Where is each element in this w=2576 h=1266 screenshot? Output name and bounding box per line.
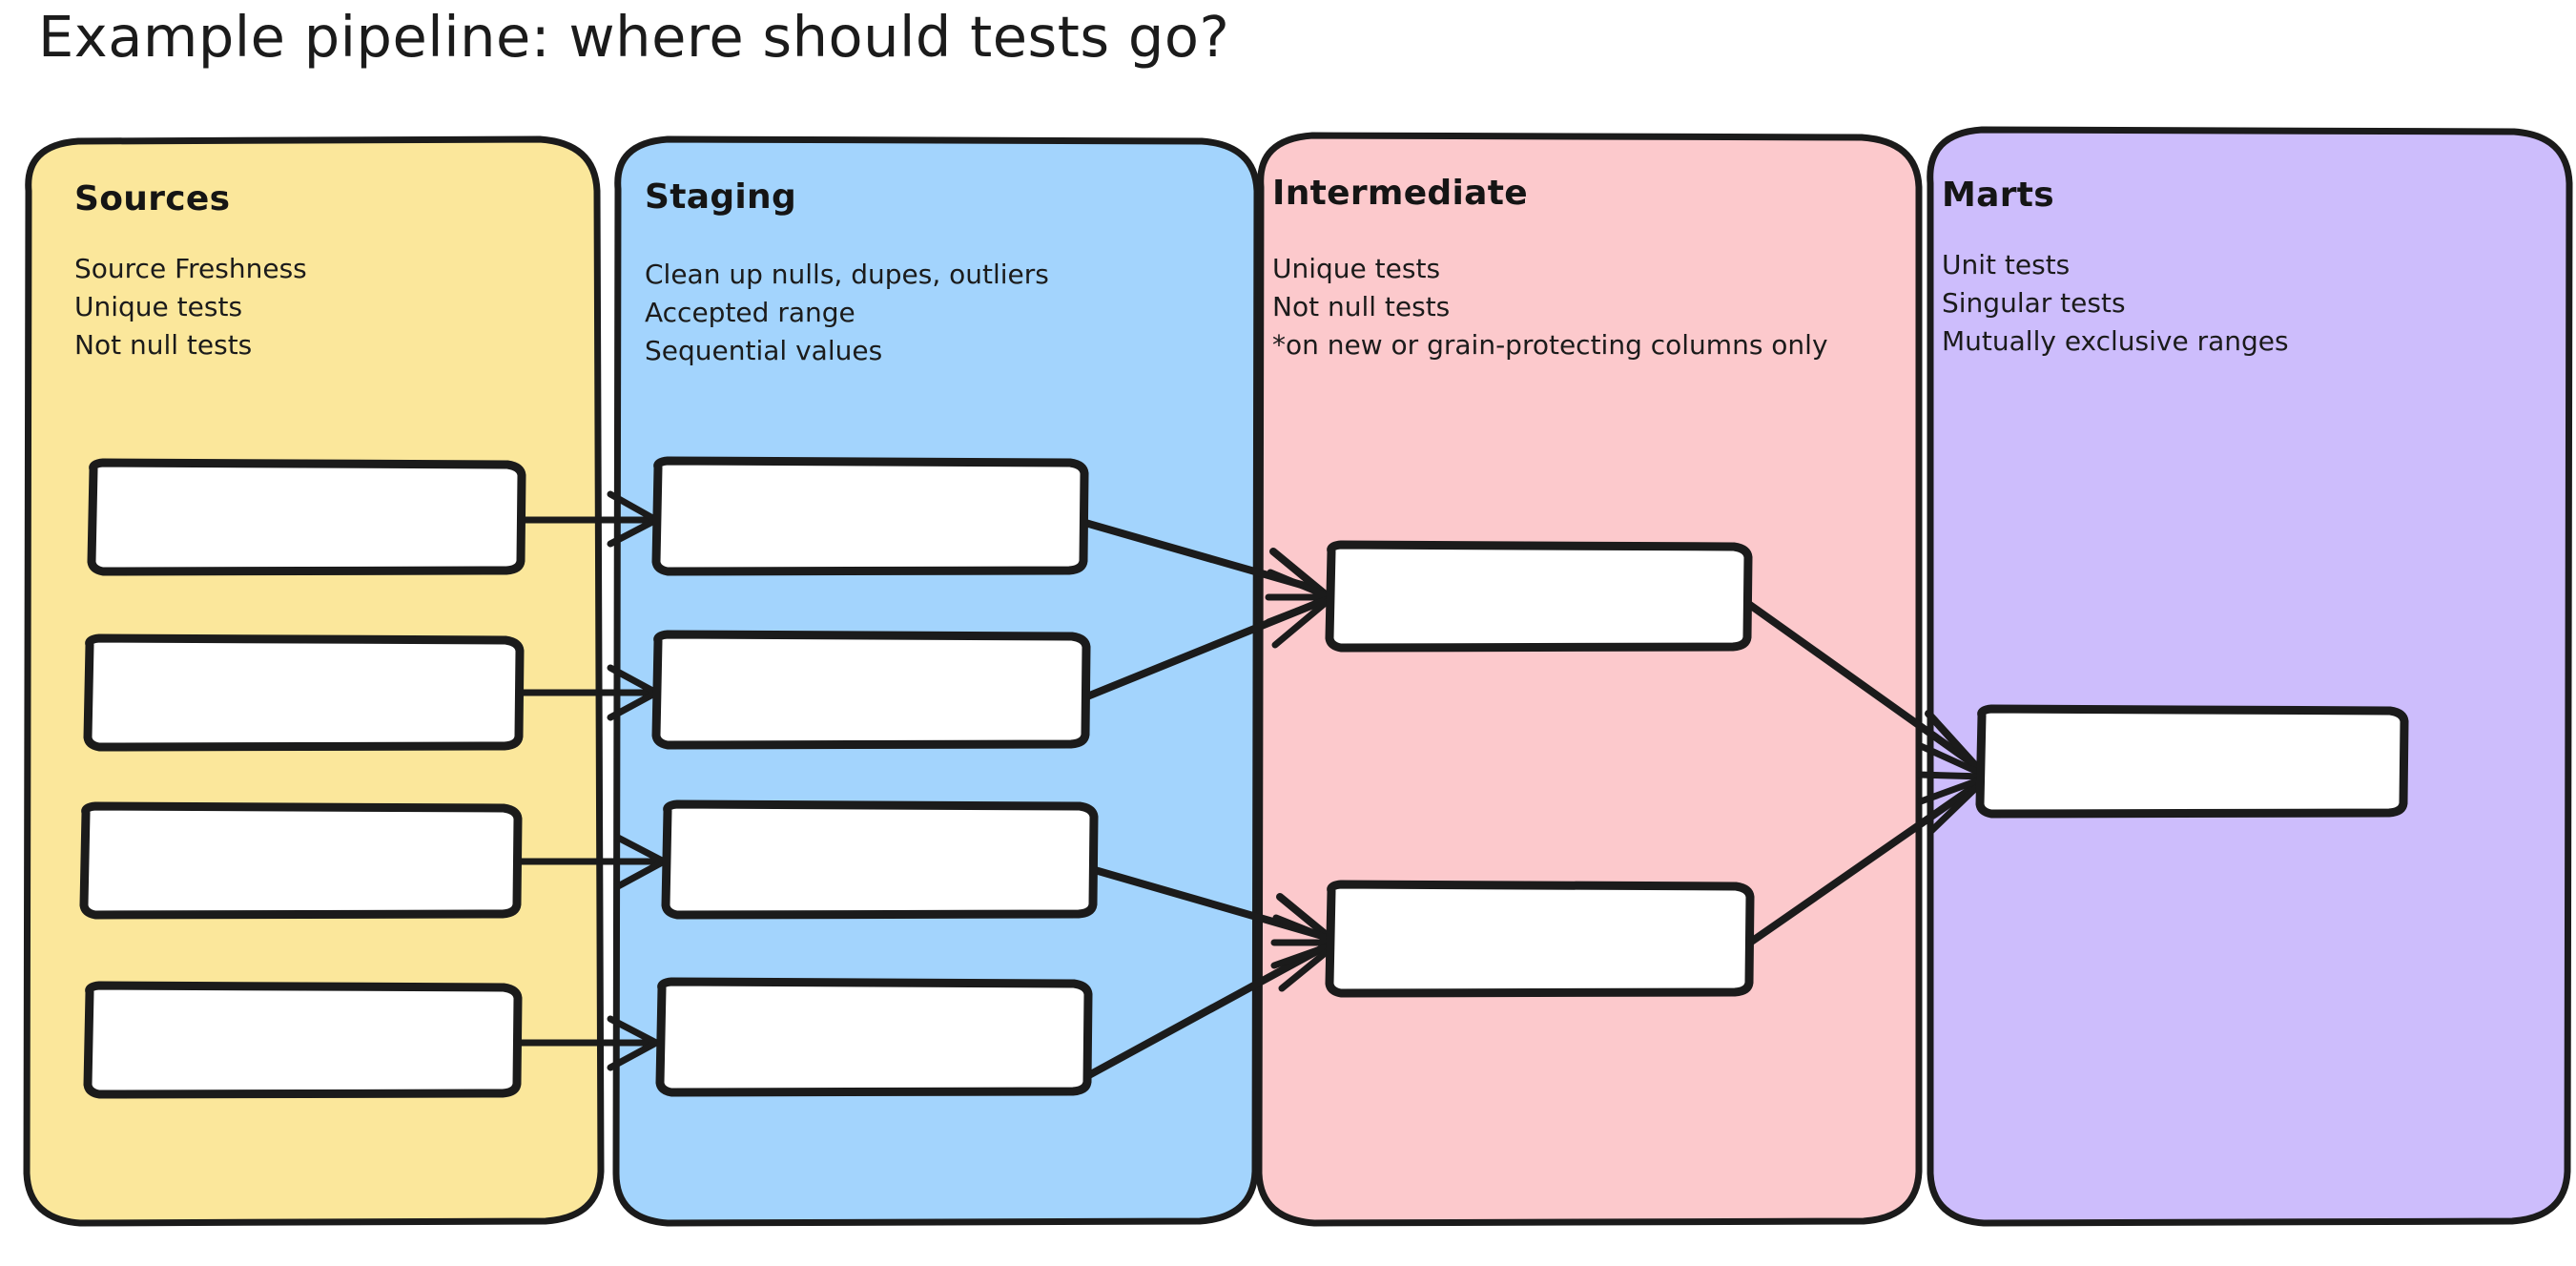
lane-marts-shape [1927, 126, 2573, 1227]
arrowhead-int1 [1265, 548, 1331, 649]
node-int-2[interactable] [1325, 880, 1755, 998]
lane-notes-sources: Source Freshness Unique tests Not null t… [74, 250, 307, 364]
lane-notes-marts: Unit tests Singular tests Mutually exclu… [1942, 246, 2289, 361]
edge-stg4-int2 [1083, 943, 1329, 1080]
lane-note: *on new or grain-protecting columns only [1272, 329, 1828, 361]
lane-label-intermediate: Intermediate [1272, 174, 1528, 213]
edge-group-sources-staging [511, 490, 668, 1071]
lane-note: Singular tests [1942, 287, 2126, 319]
lane-note: Unit tests [1942, 249, 2071, 280]
edge-group-staging-intermediate [1082, 519, 1337, 1080]
arrowhead-mart1 [1915, 710, 1988, 836]
lane-note: Unique tests [74, 291, 243, 322]
lane-label-sources: Sources [74, 179, 231, 218]
node-int-1[interactable] [1325, 540, 1753, 653]
node-mart-1[interactable] [1975, 704, 2409, 819]
lane-note: Clean up nulls, dupes, outliers [645, 259, 1049, 290]
lane-note: Sequential values [645, 335, 883, 366]
node-src-1[interactable] [87, 458, 526, 576]
edge-int1-mart1 [1743, 599, 1976, 767]
lane-note: Accepted range [645, 297, 855, 328]
lane-note: Not null tests [74, 329, 253, 361]
edge-src4-stg4 [511, 1015, 660, 1071]
lane-label-marts: Marts [1942, 176, 2055, 215]
edge-int2-mart1 [1743, 784, 1976, 948]
node-stg-1[interactable] [651, 456, 1089, 576]
lane-notes-intermediate: Unique tests Not null tests *on new or g… [1272, 250, 1828, 364]
lane-note: Unique tests [1272, 253, 1441, 284]
lane-note: Not null tests [1272, 291, 1451, 322]
node-src-2[interactable] [83, 633, 525, 752]
lane-note: Source Freshness [74, 253, 307, 284]
arrowhead-int2 [1270, 893, 1337, 992]
node-stg-2[interactable] [651, 630, 1091, 750]
node-stg-3[interactable] [661, 799, 1099, 920]
node-src-4[interactable] [83, 981, 523, 1099]
page-title: Example pipeline: where should tests go? [38, 4, 1230, 70]
lane-marts[interactable] [1927, 126, 2573, 1227]
node-stg-4[interactable] [655, 977, 1093, 1097]
edge-group-intermediate-marts [1743, 599, 1988, 948]
node-src-3[interactable] [79, 801, 523, 920]
lane-note: Mutually exclusive ranges [1942, 325, 2289, 357]
lane-label-staging: Staging [645, 177, 797, 217]
lane-notes-staging: Clean up nulls, dupes, outliers Accepted… [645, 256, 1049, 370]
